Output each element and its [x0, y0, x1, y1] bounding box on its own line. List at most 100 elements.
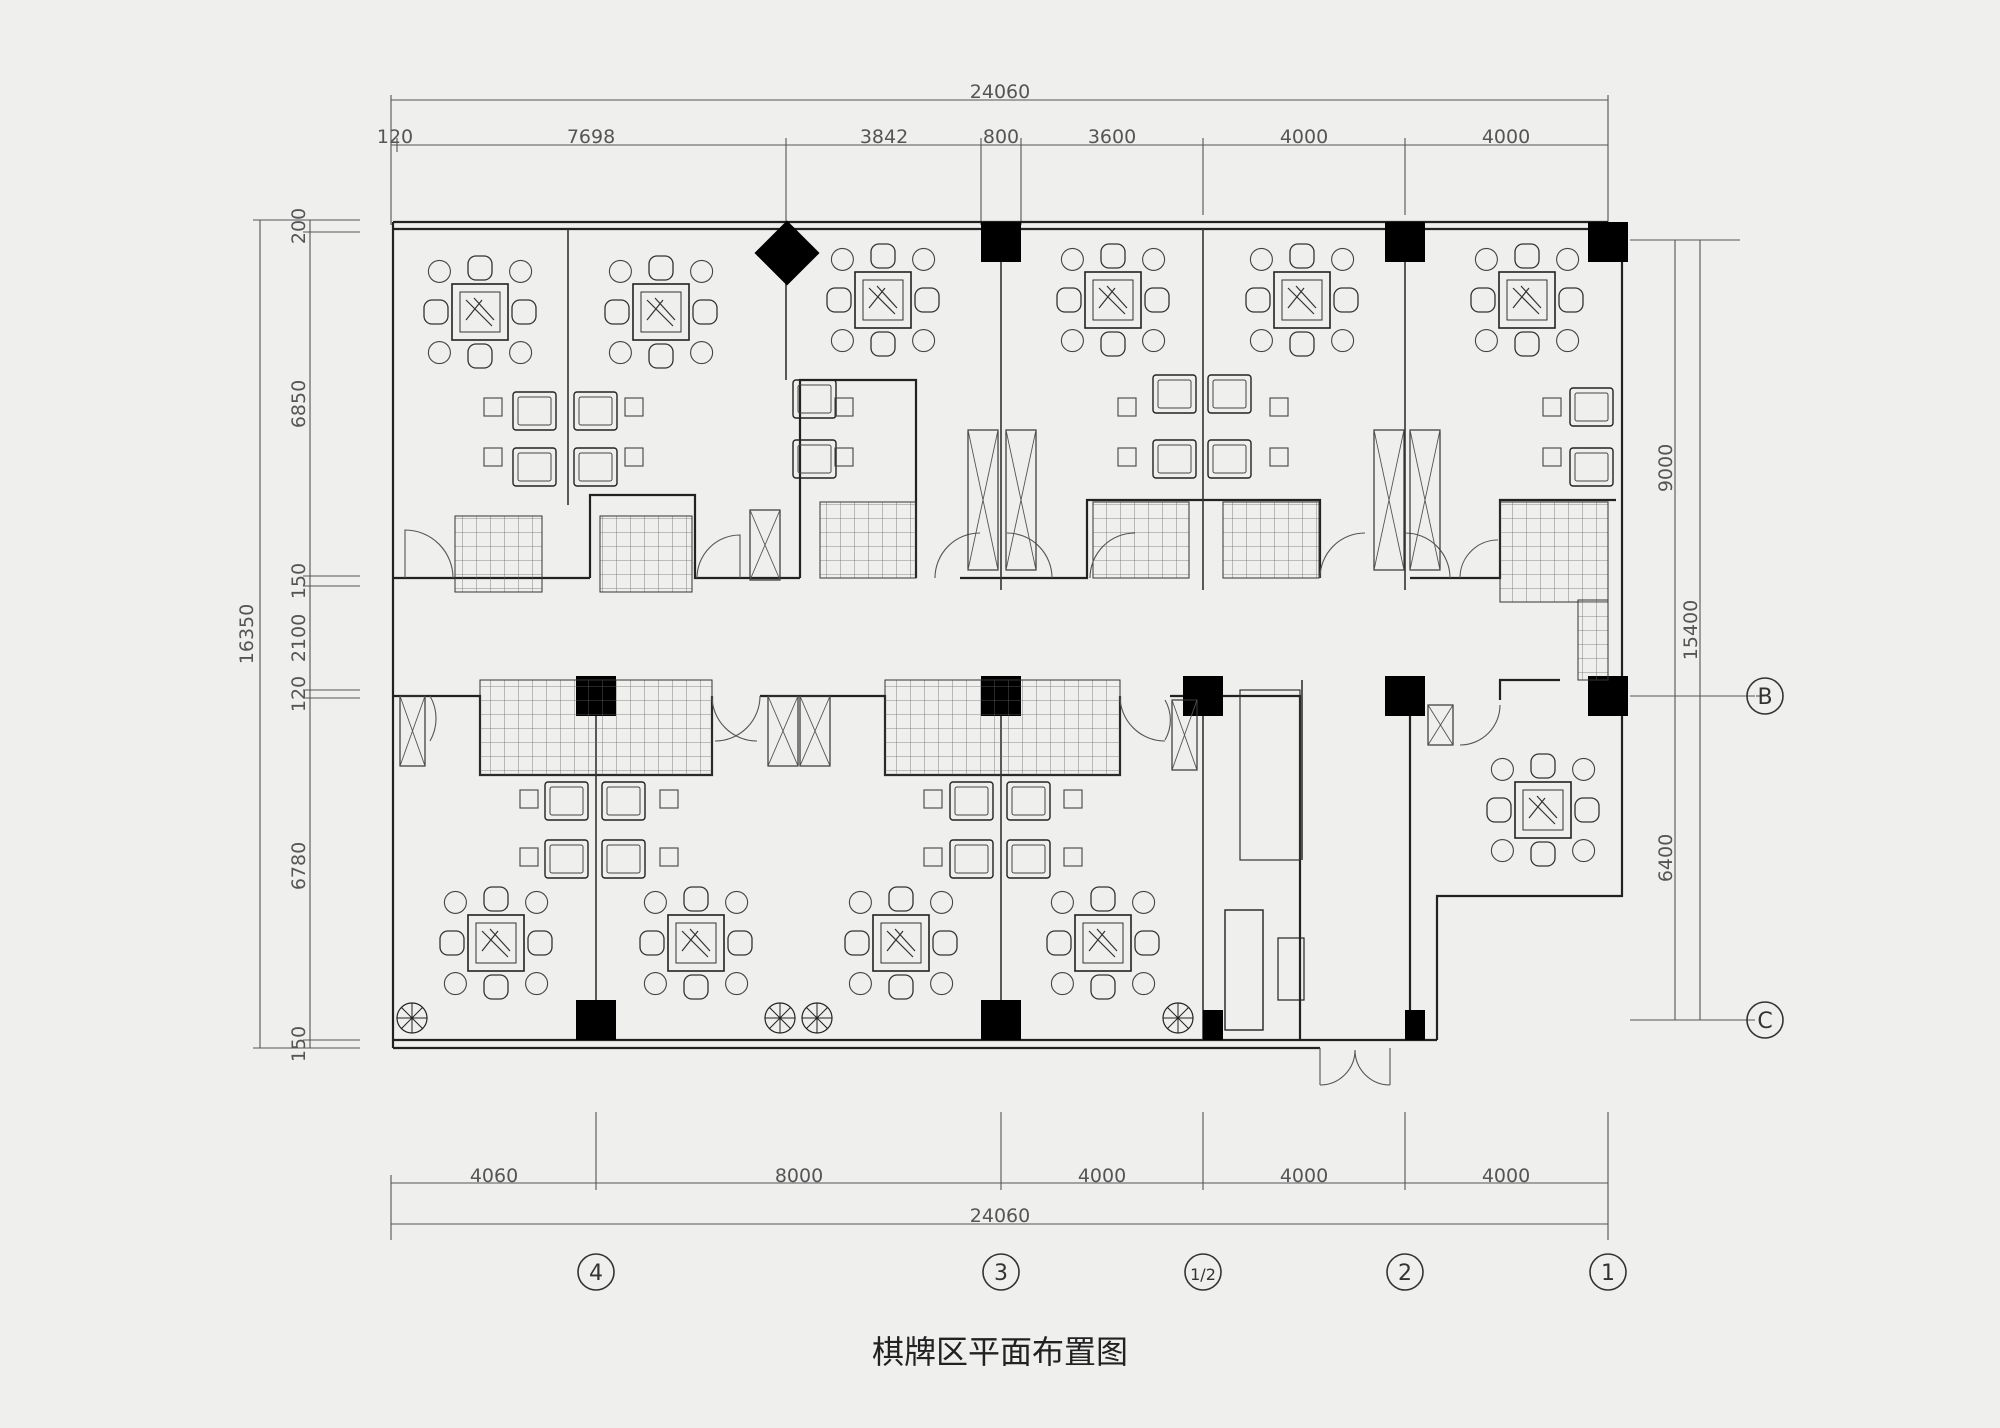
mahjong-table [439, 886, 553, 1000]
dim-top-total: 24060 [970, 81, 1030, 103]
dim-left-5: 120 [288, 676, 310, 712]
axis-col-1: 1 [1601, 1261, 1615, 1286]
axis-col-2: 2 [1398, 1261, 1412, 1286]
axis-bubbles: 4 3 1/2 2 1 B C [577, 677, 1784, 1291]
doors [404, 529, 1501, 1086]
column [981, 222, 1021, 262]
armchair [1207, 439, 1252, 479]
side-table [923, 847, 943, 867]
plant-icon [764, 1002, 796, 1034]
dim-left-total: 16350 [236, 604, 258, 664]
furniture-layer [396, 243, 1614, 1034]
armchair [792, 439, 837, 479]
mahjong-table [1486, 753, 1600, 867]
cabinet [767, 695, 799, 767]
side-table [659, 789, 679, 809]
dim-left-4: 2100 [288, 614, 310, 662]
plant-icon [396, 1002, 428, 1034]
mahjong-table [1056, 243, 1170, 357]
armchair [949, 781, 994, 821]
side-table [1063, 789, 1083, 809]
armchair [1006, 839, 1051, 879]
plant-icon [801, 1002, 833, 1034]
cabinet [749, 509, 781, 581]
mahjong-table [423, 255, 537, 369]
mahjong-table [826, 243, 940, 357]
dim-right-total: 15400 [1680, 600, 1702, 660]
side-table [923, 789, 943, 809]
cabinet [1005, 429, 1037, 571]
dim-right-1: 9000 [1655, 444, 1677, 492]
dim-left-3: 150 [288, 563, 310, 599]
column [1405, 1010, 1425, 1040]
dim-top-6: 4000 [1280, 126, 1328, 148]
dim-top-4: 800 [983, 126, 1019, 148]
washrooms [454, 501, 1609, 776]
column [576, 1000, 616, 1040]
side-table [483, 447, 503, 467]
side-table [834, 397, 854, 417]
dim-top-7: 4000 [1482, 126, 1530, 148]
dim-bottom-5: 4000 [1482, 1165, 1530, 1187]
cabinet [967, 429, 999, 571]
cabinet [1373, 429, 1405, 571]
mahjong-table [604, 255, 718, 369]
armchair [573, 391, 618, 431]
armchair [1569, 447, 1614, 487]
armchair [1152, 439, 1197, 479]
side-table [1542, 397, 1562, 417]
column [1385, 676, 1425, 716]
side-table [519, 847, 539, 867]
right-dimensions: 9000 6400 15400 [1630, 239, 1755, 1021]
armchair [512, 447, 557, 487]
axis-col-3: 3 [994, 1261, 1008, 1286]
side-table [834, 447, 854, 467]
axis-col-4: 4 [589, 1261, 603, 1286]
column [1385, 222, 1425, 262]
coffee-table [1277, 937, 1305, 1001]
column [981, 1000, 1021, 1040]
armchair [1152, 374, 1197, 414]
armchair [792, 379, 837, 419]
side-table [659, 847, 679, 867]
dim-top-1: 120 [377, 126, 413, 148]
dim-left-7: 150 [288, 1026, 310, 1062]
side-table [1117, 447, 1137, 467]
dim-left-2: 6850 [288, 380, 310, 428]
armchair [601, 781, 646, 821]
plant-icon [1162, 1002, 1194, 1034]
dim-bottom-3: 4000 [1078, 1165, 1126, 1187]
axis-row-c: C [1757, 1009, 1772, 1034]
armchair [1207, 374, 1252, 414]
cabinet [1427, 704, 1454, 746]
counter [1239, 689, 1301, 861]
mahjong-table [1470, 243, 1584, 357]
cabinet [799, 695, 831, 767]
dim-bottom-1: 4060 [470, 1165, 518, 1187]
side-table [1269, 447, 1289, 467]
armchair [1569, 387, 1614, 427]
cabinet [399, 695, 426, 767]
column [1203, 1010, 1223, 1040]
dim-bottom-2: 8000 [775, 1165, 823, 1187]
building-outline [391, 220, 1624, 1050]
dim-left-1: 200 [288, 208, 310, 244]
side-table [624, 447, 644, 467]
structural-columns [576, 220, 1628, 1040]
mahjong-table [1046, 886, 1160, 1000]
column [754, 220, 820, 286]
mahjong-table [1245, 243, 1359, 357]
dim-right-2: 6400 [1655, 834, 1677, 882]
axis-col-half: 1/2 [1190, 1265, 1216, 1284]
side-table [1542, 447, 1562, 467]
mahjong-table [844, 886, 958, 1000]
cabinet [1171, 699, 1198, 771]
drawing-title: 棋牌区平面布置图 [872, 1333, 1128, 1371]
armchair [949, 839, 994, 879]
armchair [512, 391, 557, 431]
side-table [483, 397, 503, 417]
armchair [544, 781, 589, 821]
armchair [573, 447, 618, 487]
sofa [1224, 909, 1264, 1031]
